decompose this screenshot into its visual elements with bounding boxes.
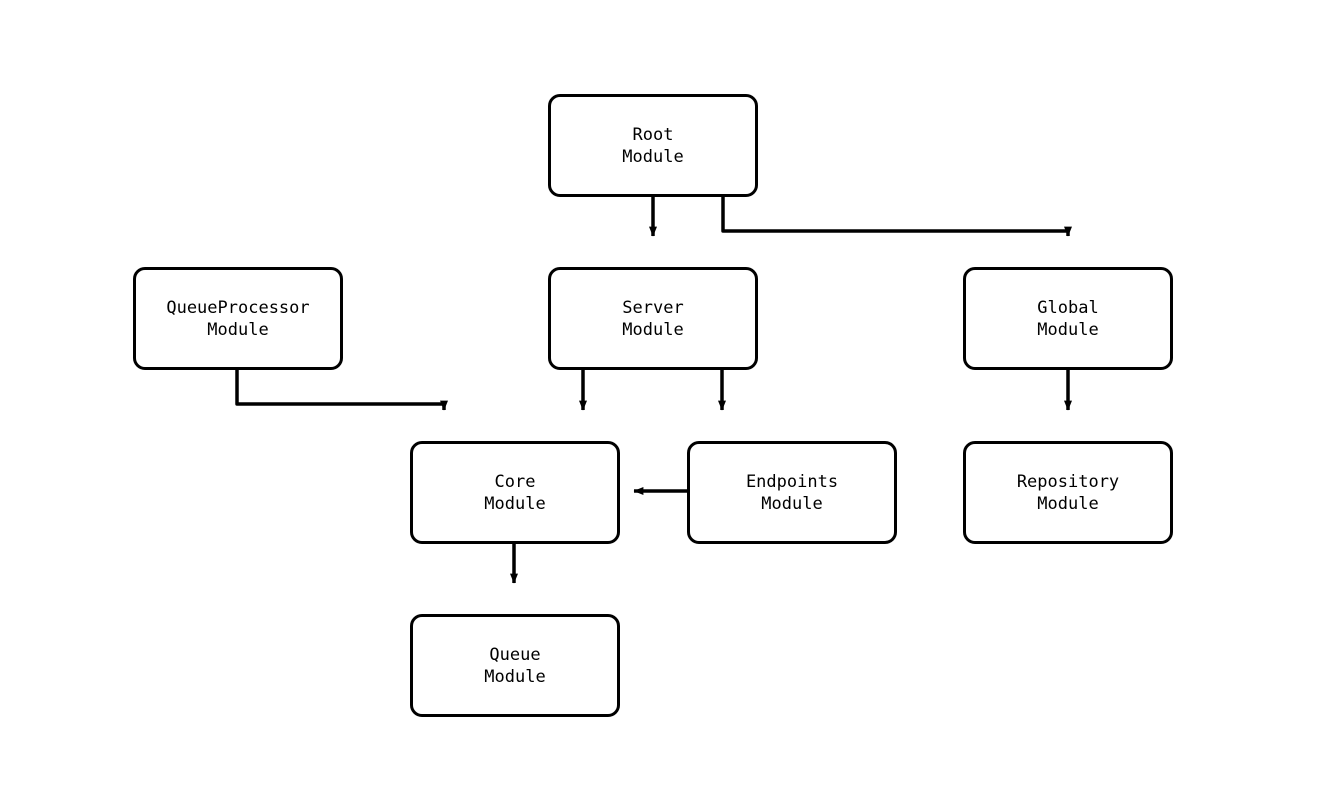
node-server-module-label-line2: Module xyxy=(622,319,684,340)
node-endpoints-module[interactable]: Endpoints Module xyxy=(687,441,897,544)
node-endpoints-module-label-line1: Endpoints xyxy=(745,471,839,492)
node-root-module-label-line2: Module xyxy=(622,146,684,167)
node-repository-module-label-line1: Repository xyxy=(1016,471,1120,492)
edge-root-to-global xyxy=(721,197,1072,237)
node-repository-module[interactable]: Repository Module xyxy=(963,441,1173,544)
node-queue-module-label-line2: Module xyxy=(484,666,546,687)
node-queue-module-label-line1: Queue xyxy=(489,644,541,665)
node-queueprocessor-module-label-line1: QueueProcessor xyxy=(166,297,310,318)
node-server-module-label-line1: Server xyxy=(622,297,684,318)
node-endpoints-module-label-line2: Module xyxy=(761,493,823,514)
node-repository-module-label-line2: Module xyxy=(1037,493,1099,514)
node-global-module-label-line1: Global xyxy=(1037,297,1099,318)
node-root-module[interactable]: Root Module xyxy=(548,94,758,197)
node-queue-module[interactable]: Queue Module xyxy=(410,614,620,717)
node-root-module-label-line1: Root xyxy=(632,124,674,145)
node-global-module-label-line2: Module xyxy=(1037,319,1099,340)
node-core-module[interactable]: Core Module xyxy=(410,441,620,544)
node-core-module-label-line2: Module xyxy=(484,493,546,514)
node-core-module-label-line1: Core xyxy=(494,471,536,492)
edge-queueprocessor-to-core xyxy=(235,370,448,411)
node-queueprocessor-module-label-line2: Module xyxy=(207,319,269,340)
node-server-module[interactable]: Server Module xyxy=(548,267,758,370)
node-global-module[interactable]: Global Module xyxy=(963,267,1173,370)
node-queueprocessor-module[interactable]: QueueProcessor Module xyxy=(133,267,343,370)
